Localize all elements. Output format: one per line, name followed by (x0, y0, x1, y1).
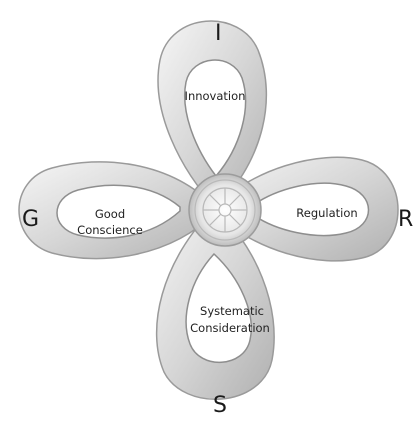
petal-systematic-consideration (155, 205, 275, 400)
regulation-label: Regulation (296, 206, 357, 220)
conscience-label: Conscience (77, 223, 143, 237)
letter-r-label: R (398, 207, 413, 232)
innovation-label: Innovation (185, 89, 246, 103)
letter-i-label: I (215, 21, 222, 46)
wheel-spoke (228, 213, 241, 226)
petal-innovation (157, 20, 268, 213)
dharma-wheel-icon (188, 173, 262, 247)
good-label: Good (95, 207, 125, 221)
letter-g-label: G (22, 207, 39, 232)
wheel-spoke (228, 194, 241, 207)
consideration-label: Consideration (190, 321, 270, 335)
wheel-spoke (209, 194, 222, 207)
petal-good-conscience (18, 161, 217, 260)
wheel-spoke (209, 213, 222, 226)
letter-s-label: S (213, 393, 227, 418)
petal-regulation (209, 156, 399, 262)
systematic-label: Systematic (200, 304, 264, 318)
